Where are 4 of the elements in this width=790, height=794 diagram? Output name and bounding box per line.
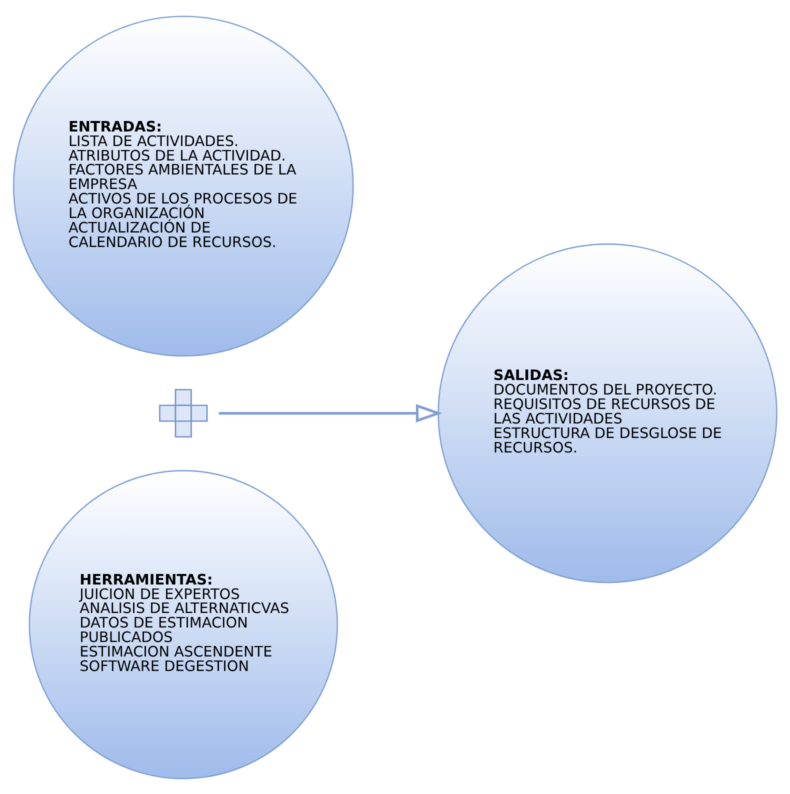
node-circle: HERRAMIENTAS: JUICION DE EXPERTOS ANALISIS DE ALTERNATICVAS DATOS DE ESTIMACION PUBLICADOS ESTIMACION ASCENDENTE SOFTWARE DEGESTION xyxy=(28,470,338,779)
node-circle: ENTRADAS: LISTA DE ACTIVIDADES. ATRIBUTOS DE LA ACTIVIDAD. FACTORES AMBIENTALES DE LA EMPRESA ACTIVOS DE LOS PROCESOS DE LA ORGANIZACIÓN ACTUALIZACIÓN DE CALENDARIO DE RECURSOS. xyxy=(12,15,354,356)
arrow xyxy=(218,404,442,422)
node-circle: SALIDAS: DOCUMENTOS DEL PROYECTO. REQUISITOS DE RECURSOS DE LAS ACTIVIDADES ESTRUCTURA DE DESGLOSE DE RECURSOS. xyxy=(438,242,778,583)
